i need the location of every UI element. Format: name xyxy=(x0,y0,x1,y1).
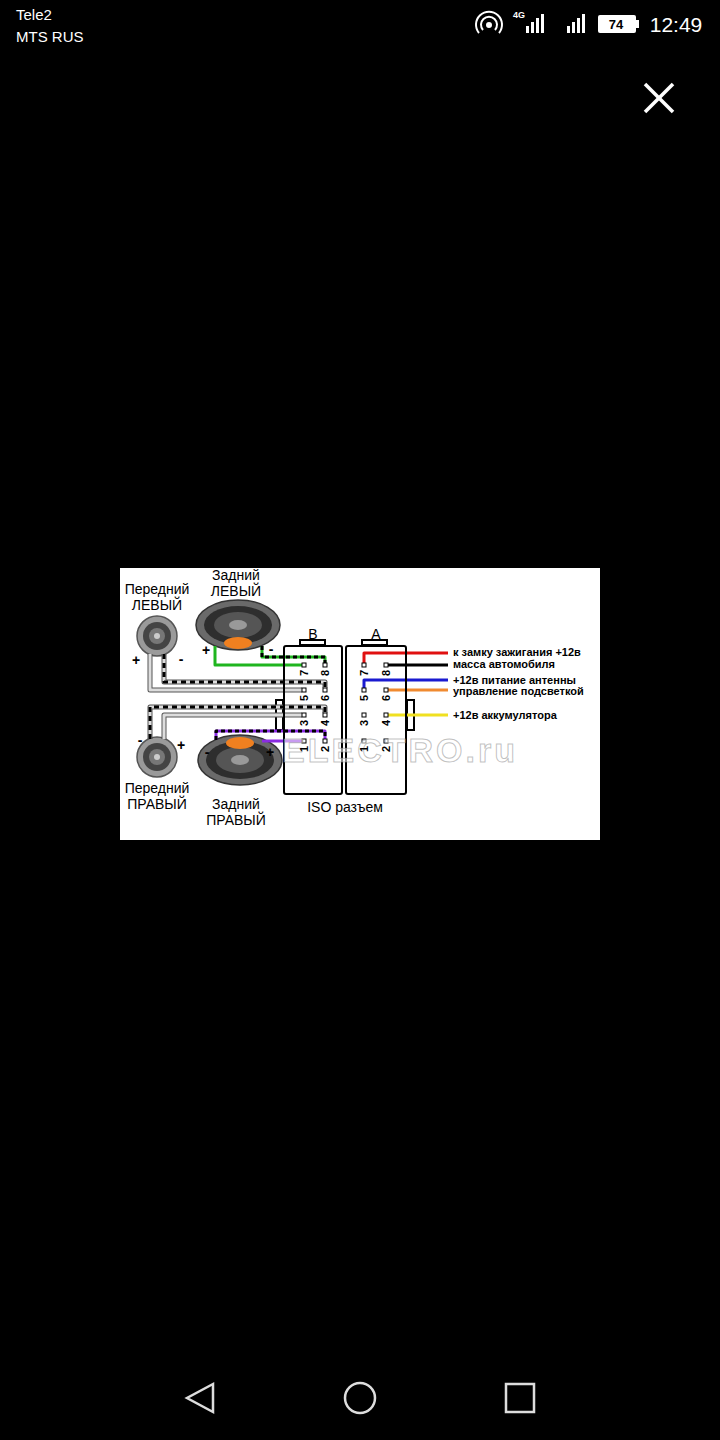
pin-terminal xyxy=(302,713,306,717)
polarity-sign: - xyxy=(179,652,184,666)
speaker-label: Задний ЛЕВЫЙ xyxy=(196,567,276,599)
speaker-label: Задний ПРАВЫЙ xyxy=(196,796,276,828)
polarity-sign: + xyxy=(177,738,185,752)
pin-number: 3 xyxy=(359,720,370,726)
wire-description: управление подсветкой xyxy=(453,686,584,697)
pin-number: 4 xyxy=(320,720,331,726)
pin-terminal xyxy=(384,688,388,692)
pin-terminal xyxy=(362,688,366,692)
pin-number: 2 xyxy=(320,746,331,752)
pin-terminal xyxy=(302,688,306,692)
clock: 12:49 xyxy=(650,14,703,35)
speaker-wires xyxy=(150,646,325,741)
connector-block: B xyxy=(283,645,343,795)
pin-terminal xyxy=(323,663,327,667)
polarity-sign: + xyxy=(202,643,210,657)
pin-number: 2 xyxy=(381,746,392,752)
carrier-name: Tele2 xyxy=(16,7,52,22)
pin-number: 8 xyxy=(320,670,331,676)
diagram-background xyxy=(120,568,600,840)
pin-number: 4 xyxy=(381,720,392,726)
pin-terminal xyxy=(384,713,388,717)
pin-terminal xyxy=(362,663,366,667)
pin-terminal xyxy=(362,713,366,717)
speaker-front-right xyxy=(137,737,177,777)
watermark: ELECTRO.ru xyxy=(282,733,518,767)
wire-description: +12в питание антенны xyxy=(453,675,576,686)
pin-terminal xyxy=(323,688,327,692)
pin-number: 8 xyxy=(381,670,392,676)
pin-number: 3 xyxy=(299,720,310,726)
pin-terminal xyxy=(384,663,388,667)
polarity-sign: - xyxy=(205,745,210,759)
polarity-sign: - xyxy=(138,733,143,747)
pin-terminal xyxy=(302,663,306,667)
polarity-sign: - xyxy=(269,642,274,656)
speaker-label: Передний ЛЕВЫЙ xyxy=(112,581,202,613)
speaker-front-left xyxy=(137,616,177,656)
battery-level: 74 xyxy=(609,18,623,31)
network-type: 4G xyxy=(513,11,525,20)
battery-icon xyxy=(598,15,639,33)
nav-bar xyxy=(187,1383,534,1413)
pin-terminal xyxy=(323,713,327,717)
connector-caption: ISO разъем xyxy=(307,799,383,815)
pin-number: 1 xyxy=(299,746,310,752)
block-letter: B xyxy=(308,626,317,642)
pin-number: 7 xyxy=(359,670,370,676)
pin-number: 1 xyxy=(359,746,370,752)
close-icon xyxy=(645,84,673,112)
pin-number: 5 xyxy=(299,695,310,701)
polarity-sign: + xyxy=(266,745,274,759)
pin-number: 6 xyxy=(320,695,331,701)
pin-number: 6 xyxy=(381,695,392,701)
pin-number: 5 xyxy=(359,695,370,701)
signal-icon xyxy=(526,14,585,33)
wire-description: масса автомобиля xyxy=(453,659,555,670)
wire-description: к замку зажигания +12в xyxy=(453,647,581,658)
block-letter: A xyxy=(371,626,380,642)
wire-description: +12в аккумулятора xyxy=(453,710,557,721)
speaker-label: Передний ПРАВЫЙ xyxy=(112,780,202,812)
polarity-sign: + xyxy=(132,653,140,667)
connector-block: A xyxy=(345,645,407,795)
hotspot-icon xyxy=(476,12,502,33)
carrier-name: MTS RUS xyxy=(16,29,84,44)
pin-number: 7 xyxy=(299,670,310,676)
